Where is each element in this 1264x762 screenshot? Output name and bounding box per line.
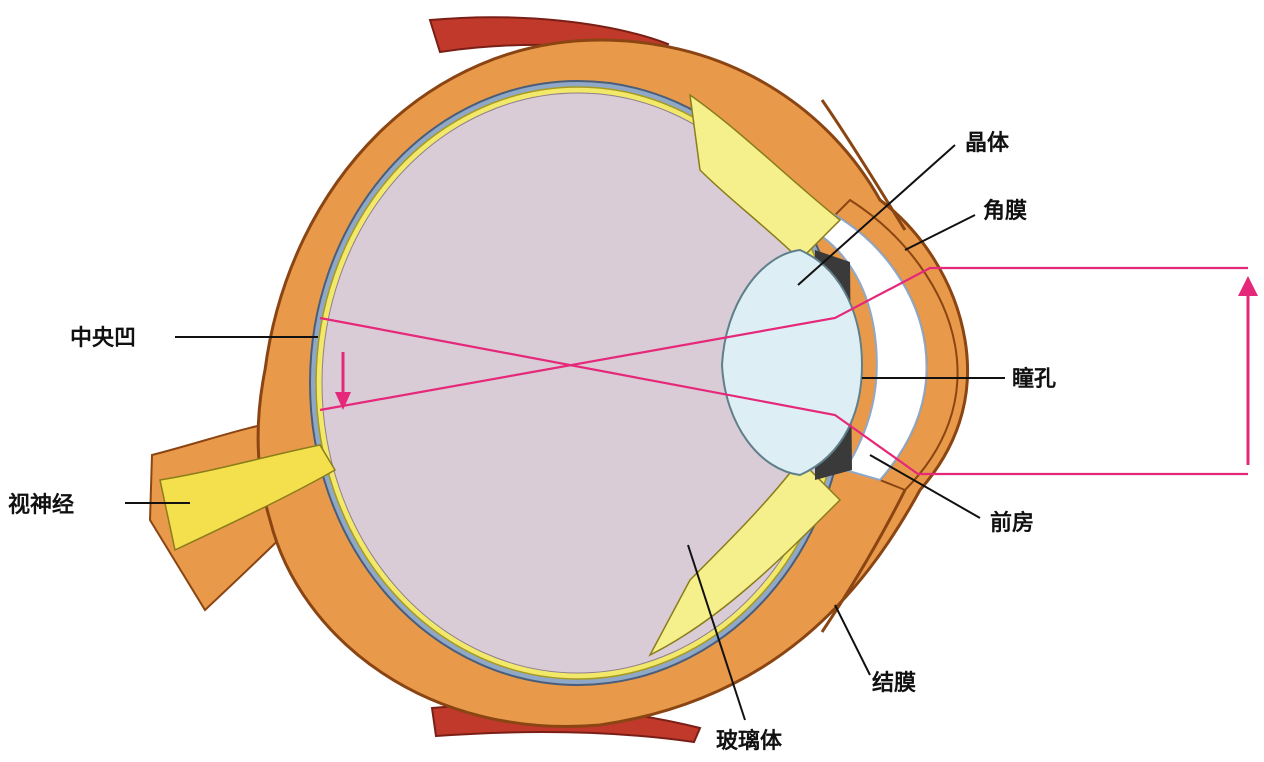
label-pupil: 瞳孔 [1012, 366, 1056, 392]
leader-cornea [904, 214, 976, 251]
leader-lens [797, 144, 956, 286]
label-cornea: 角膜 [983, 198, 1027, 224]
light-ray-upper [319, 266, 1248, 412]
leader-vitreous-body [687, 544, 746, 721]
leader-anterior-chamber [869, 454, 981, 519]
label-fovea: 中央凹 [70, 325, 136, 351]
label-vitreous-body: 玻璃体 [716, 728, 783, 754]
label-conjunctiva: 结膜 [872, 670, 916, 696]
label-lens: 晶体 [965, 131, 1010, 156]
image-arrow-head [335, 392, 351, 410]
optic-nerve [159, 444, 337, 552]
label-anterior-chamber: 前房 [990, 510, 1034, 536]
ciliary-body-upper [689, 93, 842, 262]
lens [720, 248, 864, 477]
light-ray-lower [319, 316, 1248, 476]
label-optic-nerve: 视神经 [8, 492, 74, 518]
object-arrow-head [1238, 276, 1258, 296]
conjunctiva-lower [820, 489, 907, 633]
leader-conjunctiva [834, 604, 871, 676]
conjunctiva [820, 99, 907, 231]
